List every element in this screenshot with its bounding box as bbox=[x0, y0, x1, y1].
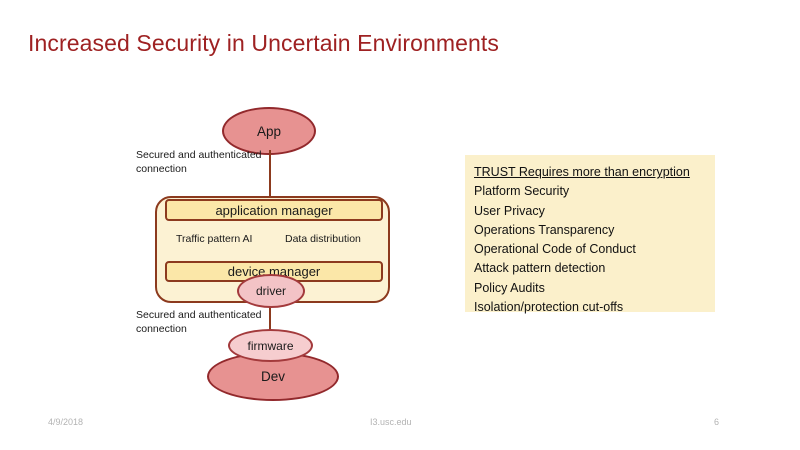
annotation-top-connection: Secured and authenticated connection bbox=[136, 149, 262, 176]
node-driver bbox=[237, 274, 305, 308]
footer-date: 4/9/2018 bbox=[48, 417, 84, 427]
trust-item: Isolation/protection cut-offs bbox=[474, 300, 624, 315]
trust-item: Policy Audits bbox=[474, 280, 545, 295]
node-app bbox=[222, 107, 316, 155]
footer-page-number: 6 bbox=[714, 417, 720, 427]
trust-item: Platform Security bbox=[474, 184, 570, 199]
data-distribution-label: Data distribution bbox=[285, 233, 361, 245]
trust-item: Operational Code of Conduct bbox=[474, 242, 636, 257]
annotation-bottom-connection: Secured and authenticated connection bbox=[136, 309, 262, 336]
traffic-pattern-ai-label: Traffic pattern AI bbox=[176, 233, 253, 245]
trust-panel-heading: TRUST Requires more than encryption bbox=[474, 165, 690, 179]
page-title: Increased Security in Uncertain Environm… bbox=[28, 30, 500, 56]
footer-site: I3.usc.edu bbox=[370, 417, 412, 427]
node-dev bbox=[207, 352, 339, 401]
trust-item: Operations Transparency bbox=[474, 222, 615, 237]
box-application-manager bbox=[165, 199, 383, 221]
node-firmware bbox=[228, 329, 313, 362]
connector-driver-to-firmware bbox=[269, 304, 271, 332]
trust-item: Attack pattern detection bbox=[474, 261, 606, 276]
connector-app-to-stack bbox=[269, 150, 271, 200]
trust-item: User Privacy bbox=[474, 203, 545, 218]
trust-requirements-panel: TRUST Requires more than encryption Plat… bbox=[465, 155, 715, 314]
